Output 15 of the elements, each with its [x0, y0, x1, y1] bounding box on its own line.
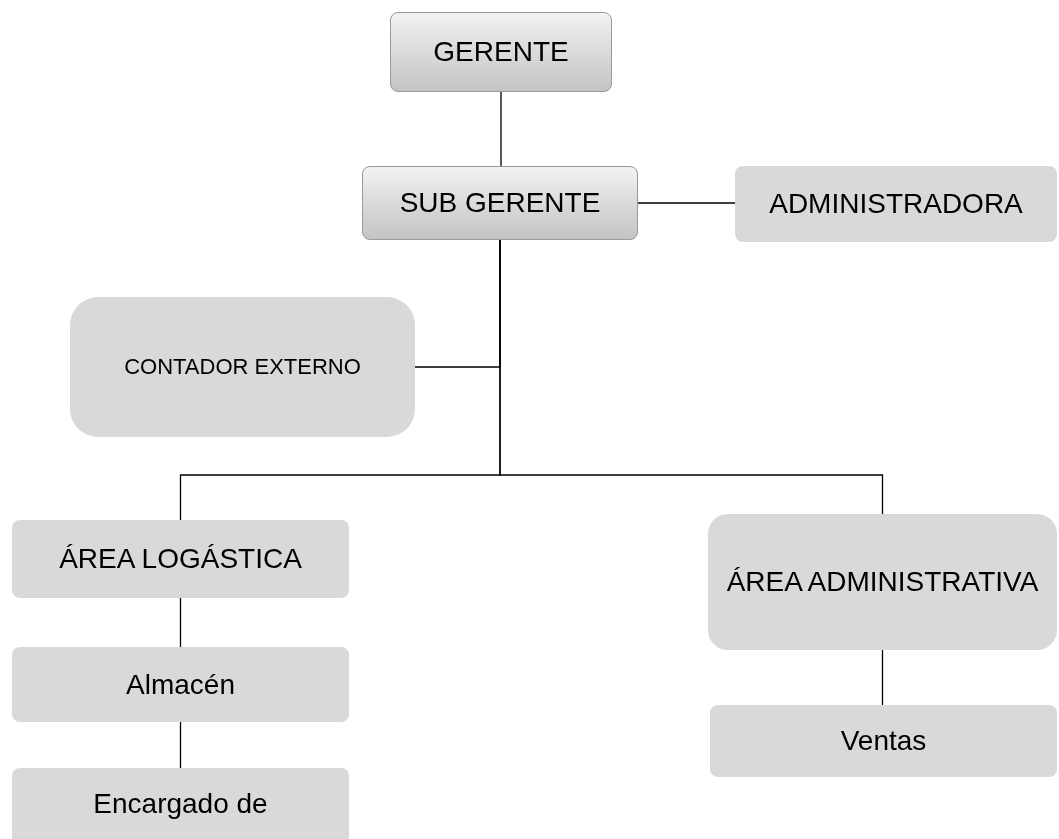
org-box: CONTADOR EXTERNO [70, 297, 415, 437]
connector-line [179, 597, 182, 648]
connector-line [499, 239, 884, 515]
org-box: Encargado de [12, 768, 349, 839]
org-box: SUB GERENTE [362, 166, 638, 240]
org-box: Ventas [710, 705, 1057, 777]
connector-line [637, 202, 736, 204]
org-box: ÁREA LOGÁSTICA [12, 520, 349, 598]
org-box: ÁREA ADMINISTRATIVA [708, 514, 1057, 650]
connector-line [881, 649, 884, 706]
org-box: GERENTE [390, 12, 612, 92]
connector-line [179, 721, 182, 769]
connector-line [500, 91, 502, 167]
org-box: Almacén [12, 647, 349, 722]
org-box: ADMINISTRADORA [735, 166, 1057, 242]
